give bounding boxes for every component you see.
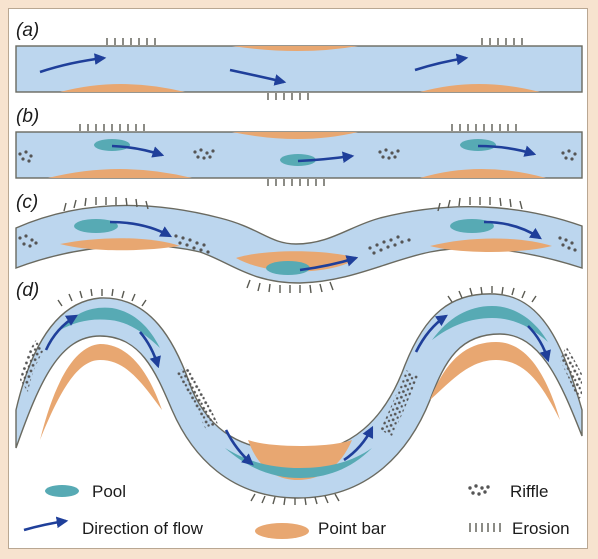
flow-arrow [109, 220, 173, 238]
erosion-marks [106, 38, 523, 100]
flow-arrow [343, 425, 374, 462]
panel-a-label: (a) [16, 20, 39, 41]
channel-c [15, 204, 583, 284]
flow-arrow [44, 314, 79, 351]
legend-direction-label: Direction of flow [82, 519, 204, 538]
riffle [20, 340, 582, 436]
pool [225, 448, 372, 478]
erosion-marks [79, 124, 517, 186]
flow-arrow [299, 255, 359, 272]
pool-legend-icon [45, 485, 79, 497]
flow-arrow [414, 53, 469, 72]
legend-erosion-label: Erosion [512, 519, 570, 538]
riffle [18, 234, 577, 255]
erosion-legend-icon [469, 523, 501, 532]
erosion-marks [63, 197, 523, 294]
point-bar [48, 169, 192, 178]
flow-arrow [224, 429, 254, 466]
pool [74, 219, 118, 233]
point-bar-legend-icon [255, 523, 309, 539]
legend-riffle-label: Riffle [510, 482, 548, 501]
point-bar [232, 132, 358, 139]
flow-arrow [414, 314, 448, 353]
flow-arrow [229, 68, 287, 86]
riffle [18, 148, 577, 163]
panel-d-label: (d) [16, 280, 39, 301]
point-bar [40, 344, 162, 440]
point-bar [60, 84, 185, 92]
pool [266, 261, 310, 275]
pool [60, 307, 160, 348]
panel-c-label: (c) [16, 192, 38, 213]
flow-arrow [139, 331, 161, 369]
panel-b-label: (b) [16, 106, 39, 127]
panel-d: (d) [15, 280, 583, 506]
arrow-legend-icon [23, 516, 69, 532]
legend: Pool Riffle Direction of flow Point bar … [23, 482, 570, 539]
flow-arrow [297, 151, 355, 164]
point-bar [60, 238, 180, 251]
riffle-legend-icon [468, 484, 490, 496]
erosion-marks [57, 286, 537, 506]
flow-arrow [527, 325, 551, 363]
point-bar [430, 342, 560, 420]
point-bar [430, 238, 552, 252]
pool [432, 306, 548, 342]
panel-b: (b) [15, 106, 583, 186]
legend-pool-label: Pool [92, 482, 126, 501]
point-bar [232, 46, 358, 51]
point-bar [420, 84, 540, 92]
pool [450, 219, 494, 233]
flow-arrow [483, 220, 542, 240]
point-bar [420, 169, 546, 178]
legend-point-bar-label: Point bar [318, 519, 386, 538]
panel-c: (c) [15, 192, 583, 294]
flow-arrow [477, 144, 537, 157]
panel-a: (a) [15, 20, 583, 100]
flow-arrow [111, 144, 165, 158]
flow-arrow [39, 53, 107, 74]
pool [94, 139, 130, 151]
